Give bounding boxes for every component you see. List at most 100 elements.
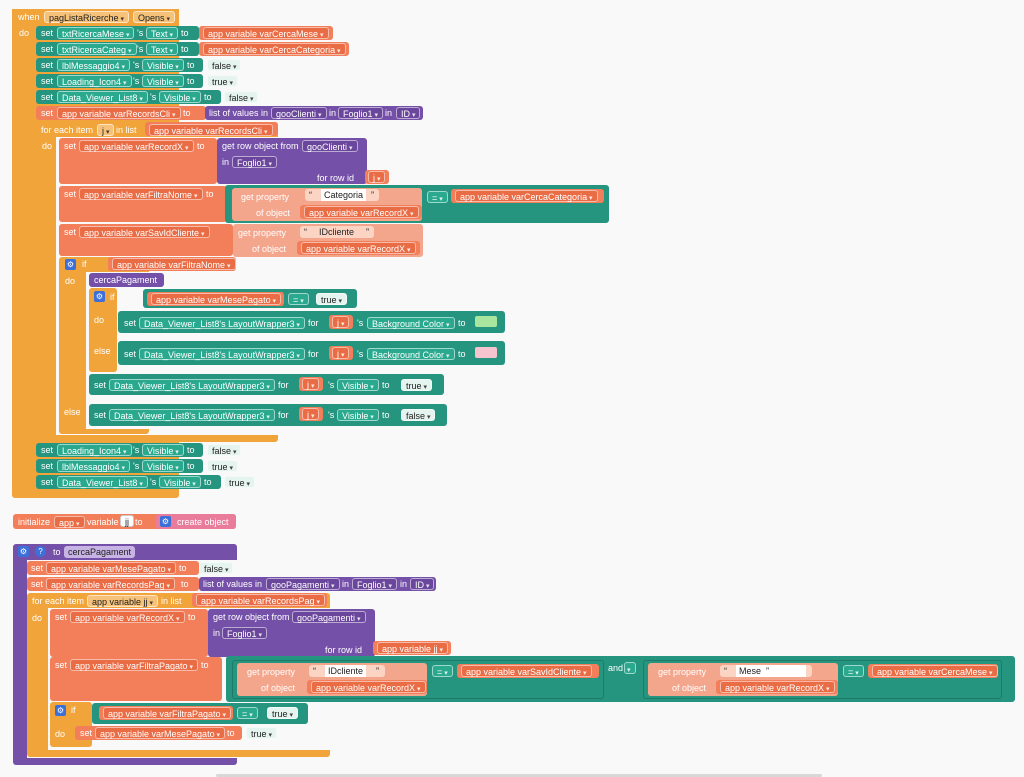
scope-dropdown[interactable]: app	[54, 516, 85, 528]
if-block-varMesePagato[interactable]	[89, 288, 117, 372]
component-dropdown[interactable]: Data_Viewer_List8's LayoutWrapper3	[109, 409, 275, 421]
table-dropdown[interactable]: gooClienti	[302, 140, 358, 152]
component-dropdown[interactable]: txtRicercaCateg	[57, 43, 137, 55]
variable-dropdown[interactable]: app variable varMesePagato	[46, 562, 177, 574]
component-dropdown[interactable]: Data_Viewer_List8's LayoutWrapper3	[109, 379, 275, 391]
column-dropdown[interactable]: ID	[396, 107, 421, 119]
boolean-dropdown[interactable]: false	[224, 91, 259, 103]
variable-dropdown[interactable]: app variable varMesePagato	[95, 727, 226, 739]
variable-dropdown[interactable]: app variable varRecordX	[301, 242, 416, 254]
boolean-dropdown[interactable]: false	[199, 562, 234, 574]
sheet-dropdown[interactable]: Foglio1	[222, 627, 267, 639]
color-swatch-pink[interactable]	[475, 347, 497, 358]
variable-dropdown[interactable]: app variable varRecordsPag	[196, 594, 326, 606]
boolean-dropdown[interactable]: false	[401, 409, 436, 421]
string-literal-idcliente[interactable]: “ IDcliente ”	[300, 226, 374, 238]
property-dropdown[interactable]: Background Color	[367, 317, 455, 329]
variable-dropdown[interactable]: app variable varCercaCategoria	[203, 43, 346, 55]
property-dropdown[interactable]: Visible	[159, 91, 201, 103]
boolean-dropdown[interactable]: true	[267, 707, 298, 719]
component-dropdown[interactable]: lblMessaggio4	[57, 59, 131, 71]
event-dropdown-opens[interactable]: Opens	[133, 11, 175, 23]
gear-icon[interactable]: ⚙	[160, 516, 171, 527]
loop-variable-j[interactable]: j	[97, 124, 115, 136]
string-field[interactable]: Mese	[736, 665, 806, 677]
variable-dropdown[interactable]: app variable varFiltraPagato	[70, 659, 199, 671]
boolean-dropdown[interactable]: false	[207, 59, 242, 71]
gear-icon[interactable]: ⚙	[55, 705, 66, 716]
string-literal-mese[interactable]: “ Mese ”	[720, 665, 812, 677]
property-dropdown[interactable]: Visible	[337, 379, 379, 391]
variable-dropdown[interactable]: app variable varSavIdCliente	[79, 226, 210, 238]
gear-icon[interactable]: ⚙	[65, 259, 76, 270]
boolean-dropdown[interactable]: true	[224, 476, 255, 488]
property-dropdown[interactable]: Visible	[159, 476, 201, 488]
variable-dropdown[interactable]: app variable varRecordsPag	[46, 578, 176, 590]
property-dropdown[interactable]: Background Color	[367, 348, 455, 360]
create-object-block[interactable]	[156, 514, 236, 529]
variable-dropdown[interactable]: app variable jj	[377, 642, 449, 654]
logic-operator-dropdown[interactable]	[624, 662, 636, 674]
component-dropdown[interactable]: Loading_Icon4	[57, 75, 132, 87]
variable-dropdown[interactable]: app variable varRecordsCli	[149, 124, 273, 136]
string-literal-categoria[interactable]: “ Categoria ”	[305, 189, 379, 201]
property-dropdown[interactable]: Visible	[142, 59, 184, 71]
variable-dropdown[interactable]: app variable varRecordX	[720, 681, 835, 693]
gear-icon[interactable]: ⚙	[18, 546, 29, 557]
property-dropdown[interactable]: Visible	[142, 75, 184, 87]
equals-operator-dropdown[interactable]: =	[237, 707, 258, 719]
string-field[interactable]: Categoria	[321, 189, 367, 201]
variable-dropdown[interactable]: j	[332, 347, 350, 359]
property-dropdown[interactable]: Text	[146, 27, 178, 39]
component-dropdown[interactable]: Data_Viewer_List8's LayoutWrapper3	[139, 317, 305, 329]
variable-dropdown[interactable]: app variable varRecordX	[79, 140, 194, 152]
boolean-dropdown[interactable]: true	[207, 75, 238, 87]
variable-dropdown[interactable]: app variable varFiltraNome	[79, 188, 203, 200]
variable-dropdown[interactable]: app variable varRecordX	[311, 681, 426, 693]
property-dropdown[interactable]: Text	[146, 43, 178, 55]
string-field[interactable]: IDcliente	[319, 227, 355, 237]
variable-dropdown[interactable]: app variable varFiltraPagato	[103, 707, 232, 719]
variable-dropdown[interactable]: app variable varCercaMese	[203, 27, 329, 39]
property-dropdown[interactable]: Visible	[142, 460, 184, 472]
variable-dropdown[interactable]: app variable varCercaMese	[872, 665, 998, 677]
component-dropdown[interactable]: lblMessaggio4	[57, 460, 131, 472]
variable-dropdown[interactable]: app variable varMesePagato	[151, 293, 282, 305]
component-dropdown[interactable]: Data_Viewer_List8's LayoutWrapper3	[139, 348, 305, 360]
boolean-dropdown[interactable]: false	[207, 444, 242, 456]
variable-dropdown[interactable]: app variable varRecordsCli	[57, 107, 181, 119]
column-dropdown[interactable]: ID	[410, 578, 435, 590]
string-field[interactable]: IDcliente	[325, 665, 367, 677]
variable-dropdown[interactable]: app variable varRecordX	[304, 206, 419, 218]
call-procedure-cercaPagament[interactable]	[89, 273, 164, 287]
boolean-dropdown[interactable]: true	[207, 460, 238, 472]
sheet-dropdown[interactable]: Foglio1	[338, 107, 383, 119]
procedure-name-field[interactable]: cercaPagament	[64, 546, 136, 558]
variable-dropdown[interactable]: app variable varSavIdCliente	[461, 665, 592, 677]
string-literal-idcliente[interactable]: “ IDcliente ”	[309, 665, 385, 677]
boolean-dropdown[interactable]: true	[401, 379, 432, 391]
component-dropdown-pagListaRicerche[interactable]: pagListaRicerche	[44, 11, 130, 23]
table-dropdown[interactable]: gooPagamenti	[292, 611, 366, 623]
component-dropdown[interactable]: txtRicercaMese	[57, 27, 135, 39]
variable-dropdown[interactable]: j	[368, 171, 386, 183]
loop-variable-jj[interactable]: app variable jj	[87, 595, 159, 607]
sheet-dropdown[interactable]: Foglio1	[232, 156, 277, 168]
variable-dropdown[interactable]: j	[332, 316, 350, 328]
component-dropdown[interactable]: Data_Viewer_List8	[57, 476, 148, 488]
color-swatch-green[interactable]	[475, 316, 497, 327]
variable-dropdown[interactable]: app variable varCercaCategoria	[455, 190, 598, 202]
table-dropdown[interactable]: gooClienti	[271, 107, 327, 119]
component-dropdown[interactable]: Data_Viewer_List8	[57, 91, 148, 103]
equals-operator-dropdown[interactable]: =	[843, 665, 864, 677]
property-dropdown[interactable]: Visible	[337, 409, 379, 421]
equals-operator-dropdown[interactable]: =	[432, 665, 453, 677]
gear-icon[interactable]: ⚙	[94, 291, 105, 302]
component-dropdown[interactable]: Loading_Icon4	[57, 444, 132, 456]
variable-name-field[interactable]: jj	[120, 515, 134, 527]
horizontal-scrollbar[interactable]	[216, 774, 822, 777]
variable-dropdown[interactable]: j	[302, 408, 320, 420]
variable-dropdown[interactable]: app variable varFiltraNome	[112, 258, 236, 270]
boolean-dropdown[interactable]: true	[246, 727, 277, 739]
equals-operator-dropdown[interactable]: =	[427, 191, 448, 203]
